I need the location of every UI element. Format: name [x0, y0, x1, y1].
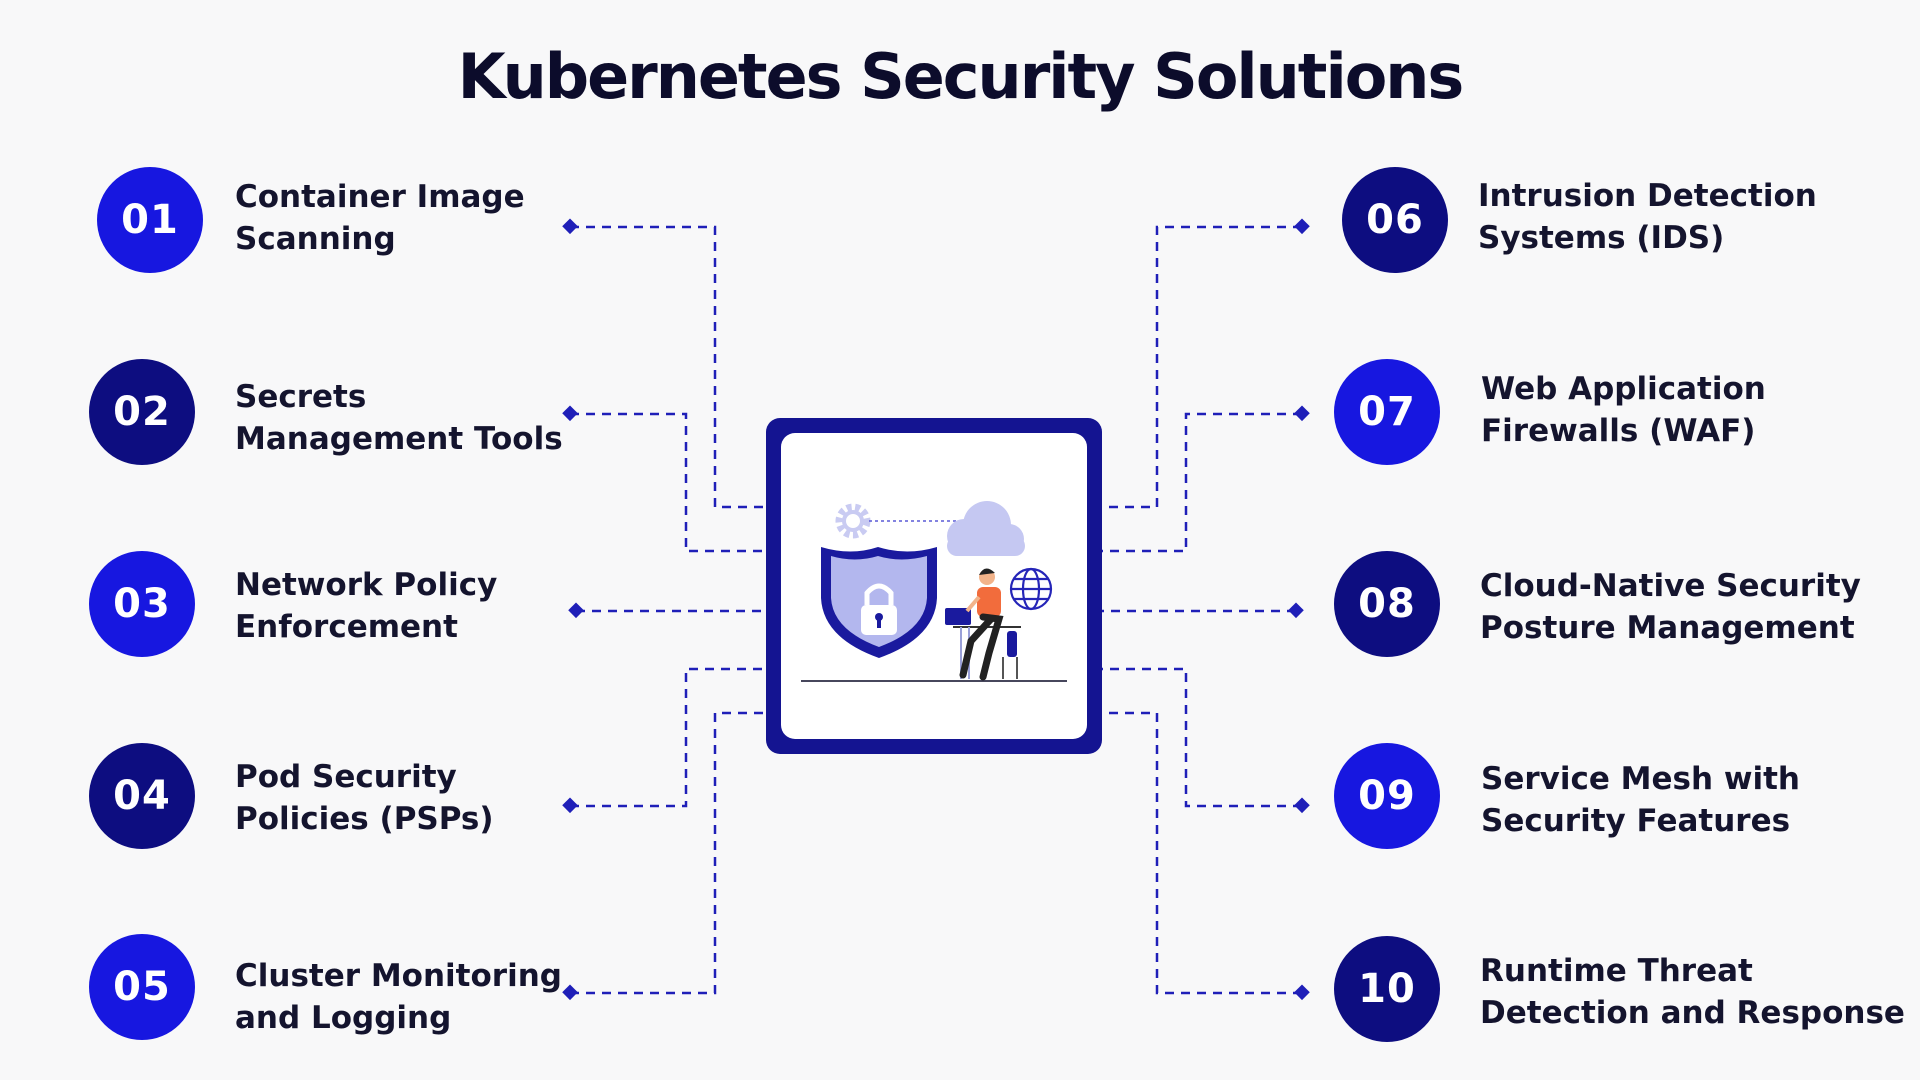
central-hub [766, 418, 1102, 754]
connector-09 [1102, 667, 1302, 808]
connector-end-diamond [562, 984, 578, 1001]
connector-02 [570, 412, 766, 553]
badge-07: 07 [1334, 359, 1440, 465]
diagram-title: Kubernetes Security Solutions [457, 40, 1465, 113]
connector-end-diamond [1294, 405, 1310, 422]
connector-end-diamond [1294, 218, 1310, 235]
item-label-04: Pod Security Policies (PSPs) [235, 759, 494, 837]
connector-04 [570, 667, 766, 808]
item-label-03: Network Policy Enforcement [235, 567, 498, 645]
connector-10 [1102, 711, 1302, 995]
globe-icon [1009, 567, 1053, 611]
badge-10: 10 [1334, 936, 1440, 1042]
badge-09: 09 [1334, 743, 1440, 849]
connector-05 [570, 711, 766, 995]
hub-illustration [781, 433, 1087, 739]
badge-04: 04 [89, 743, 195, 849]
item-label-08: Cloud-Native Security Posture Management [1480, 568, 1861, 646]
connector-06 [1102, 225, 1302, 509]
gear-icon [835, 503, 871, 539]
item-label-02: Secrets Management Tools [235, 379, 563, 457]
badge-08: 08 [1334, 551, 1440, 657]
item-label-05: Cluster Monitoring and Logging [235, 958, 562, 1036]
connector-end-diamond [1294, 984, 1310, 1001]
badge-06: 06 [1342, 167, 1448, 273]
connector-01 [570, 225, 766, 509]
cloud-icon [947, 501, 1025, 556]
connector-end-diamond [568, 602, 584, 619]
item-label-10: Runtime Threat Detection and Response [1480, 953, 1905, 1031]
connector-end-diamond [562, 218, 578, 235]
badge-01: 01 [97, 167, 203, 273]
connector-end-diamond [1294, 797, 1310, 814]
connector-end-diamond [562, 405, 578, 422]
item-label-01: Container Image Scanning [235, 179, 525, 257]
item-label-06: Intrusion Detection Systems (IDS) [1478, 178, 1817, 256]
badge-05: 05 [89, 934, 195, 1040]
item-label-09: Service Mesh with Security Features [1481, 761, 1801, 839]
connector-07 [1102, 412, 1302, 553]
connector-end-diamond [562, 797, 578, 814]
item-label-07: Web Application Firewalls (WAF) [1481, 371, 1766, 449]
shield-lock-icon [821, 547, 937, 658]
person-at-laptop [945, 568, 1021, 681]
badge-02: 02 [89, 359, 195, 465]
connector-end-diamond [1288, 602, 1304, 619]
badge-03: 03 [89, 551, 195, 657]
